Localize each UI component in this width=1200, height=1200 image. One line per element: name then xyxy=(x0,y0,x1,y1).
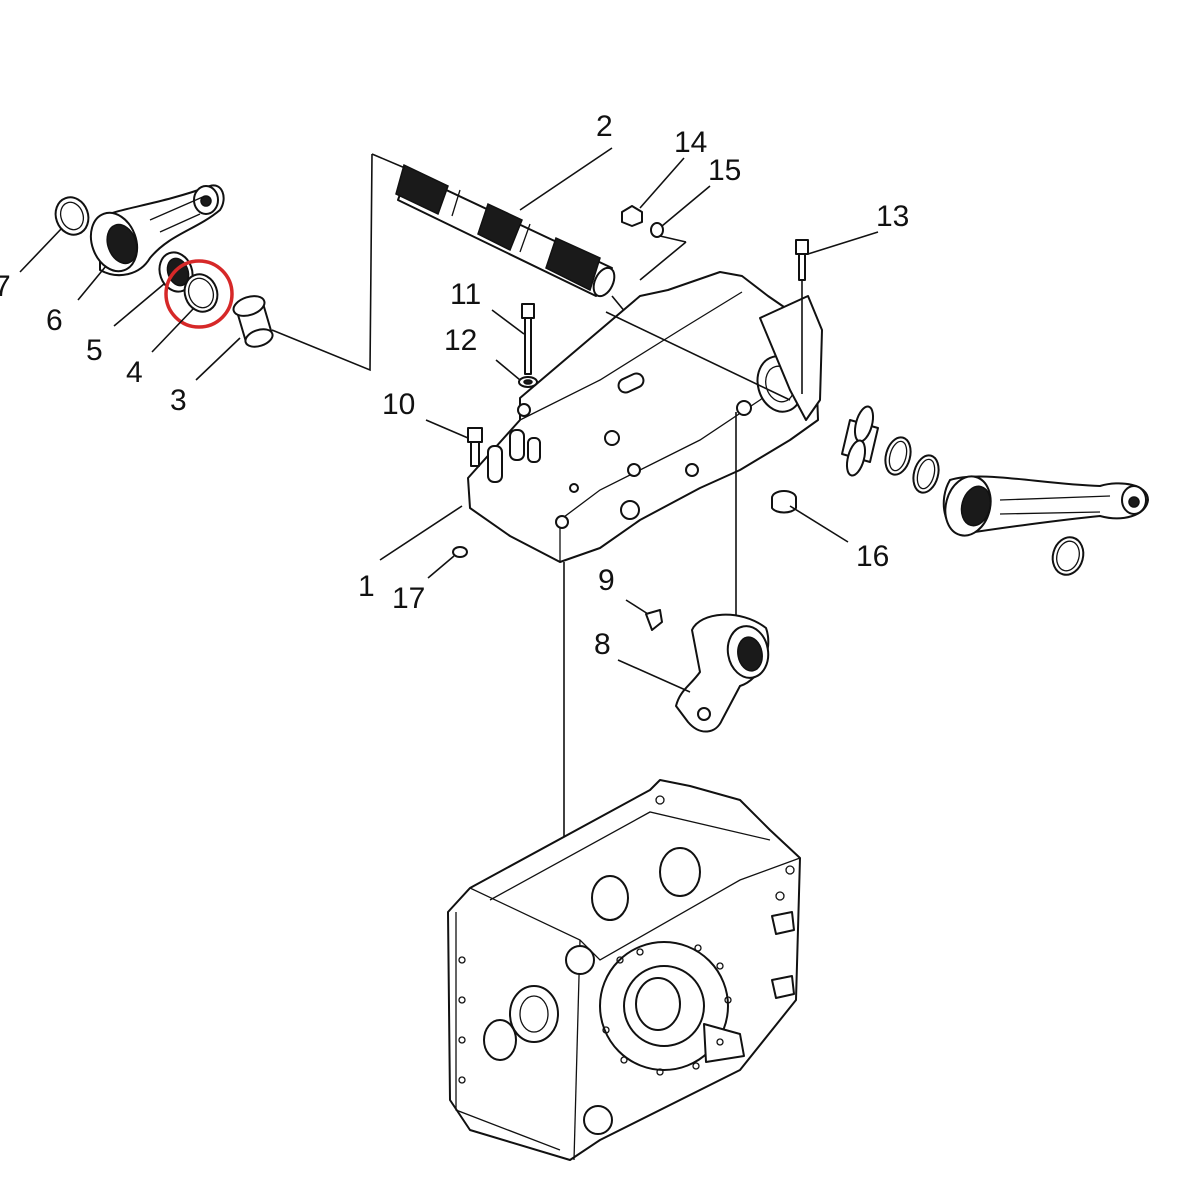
transmission-case xyxy=(447,779,801,1161)
callout-label-3: 3 xyxy=(170,384,187,417)
bushing-right[interactable] xyxy=(841,405,879,478)
o-ring-right[interactable] xyxy=(881,435,914,478)
bushing-right-small[interactable] xyxy=(909,453,942,496)
washer-part-12[interactable] xyxy=(518,376,538,388)
callout-label-16: 16 xyxy=(856,540,889,573)
callout-label-15: 15 xyxy=(708,154,741,187)
lift-arm-right[interactable] xyxy=(939,471,1149,540)
callout-label-13: 13 xyxy=(876,200,909,233)
key-part-9[interactable] xyxy=(645,609,663,631)
callout-label-11: 11 xyxy=(450,278,481,311)
lift-arm-left-part-6[interactable] xyxy=(83,184,225,277)
pin-part-17[interactable] xyxy=(452,546,468,558)
callout-label-6: 6 xyxy=(46,304,63,337)
assembly-guide-line xyxy=(271,153,373,372)
callout-label-2: 2 xyxy=(596,110,613,143)
callout-label-7: 7 xyxy=(0,270,11,303)
bushing-part-3[interactable] xyxy=(231,292,275,349)
lift-arm-part-8[interactable] xyxy=(675,613,772,733)
plug-part-16[interactable] xyxy=(771,490,797,514)
plug-part-14[interactable] xyxy=(621,205,643,227)
callout-label-14: 14 xyxy=(674,126,707,159)
assembly-guide-line xyxy=(371,153,406,169)
callout-label-10: 10 xyxy=(382,388,415,421)
leader-lines xyxy=(19,147,879,693)
seal-part-15[interactable] xyxy=(650,222,664,238)
callout-label-5: 5 xyxy=(86,334,103,367)
assembly-guide-line xyxy=(659,235,687,243)
bolt-part-13[interactable] xyxy=(795,239,809,281)
snap-ring-right[interactable] xyxy=(1049,534,1088,578)
assembly-guide-line xyxy=(639,241,687,281)
callout-label-9: 9 xyxy=(598,564,615,597)
callout-label-12: 12 xyxy=(444,324,477,357)
highlight-circle xyxy=(164,259,234,329)
callout-label-4: 4 xyxy=(126,356,143,389)
callout-label-1: 1 xyxy=(358,570,375,603)
o-ring-part-4[interactable] xyxy=(179,270,222,317)
callout-label-8: 8 xyxy=(594,628,611,661)
lift-housing-part-1[interactable] xyxy=(467,271,823,563)
snap-ring-part-7[interactable] xyxy=(50,193,93,240)
bolt-part-10[interactable] xyxy=(467,427,483,467)
callout-label-17: 17 xyxy=(392,582,425,615)
shaft-part-2[interactable] xyxy=(395,163,618,299)
assembly-guide-line xyxy=(605,311,791,401)
bolt-part-11[interactable] xyxy=(521,303,535,375)
